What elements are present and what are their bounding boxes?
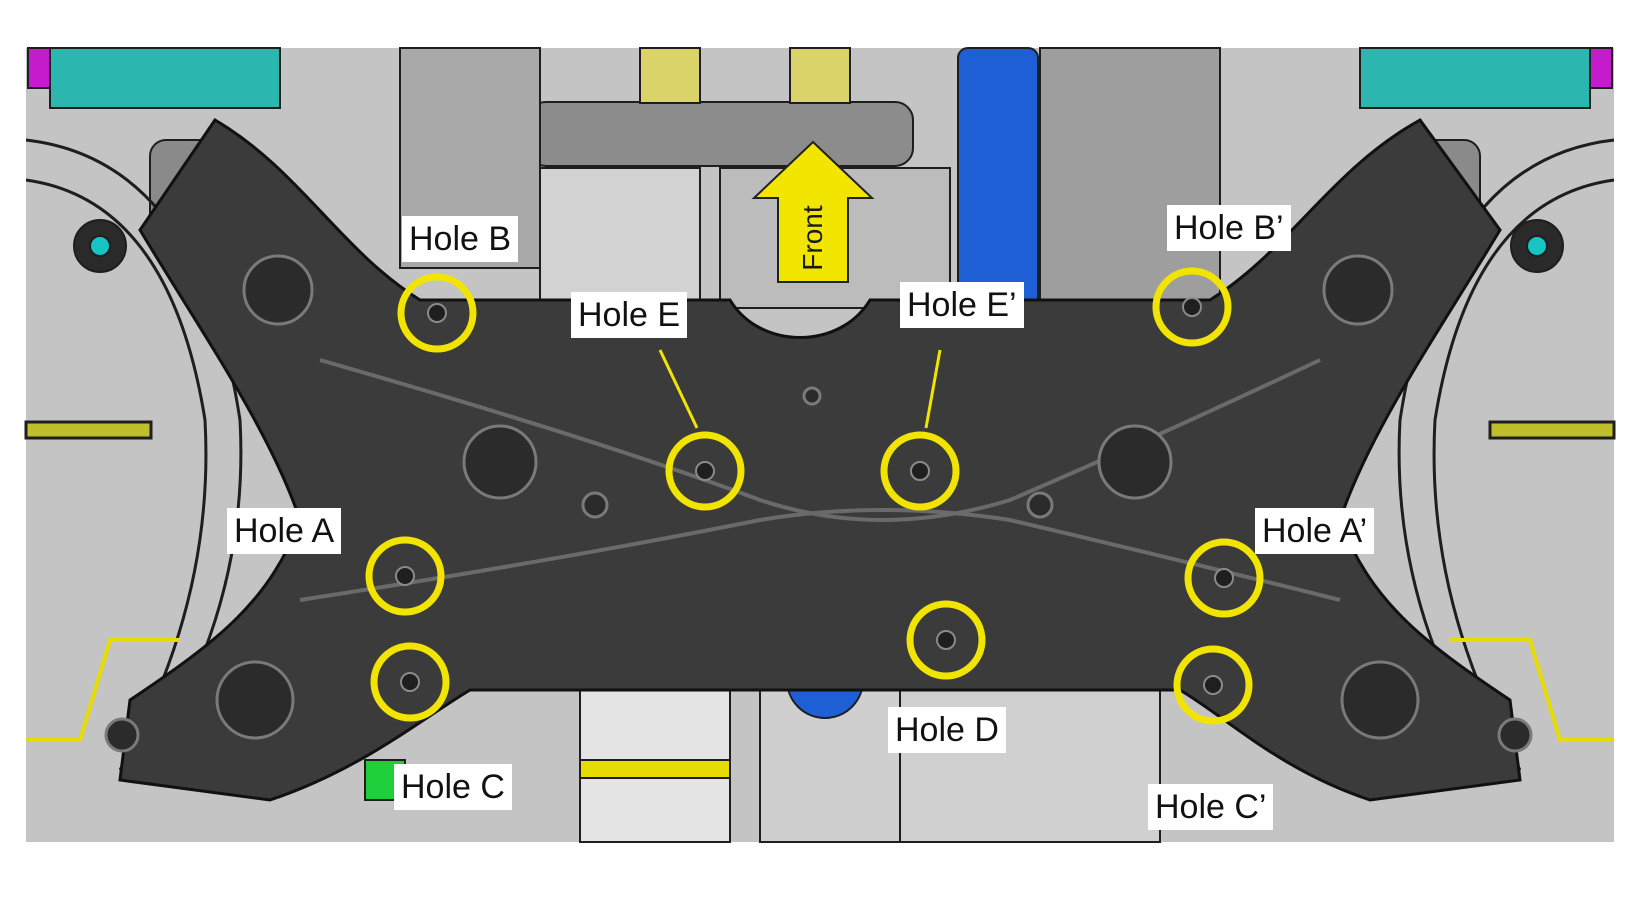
hole-a-bore [395,566,415,586]
front-direction-label: Front [797,205,828,271]
hole-a-prime-bore [1214,568,1234,588]
hole-c-bore [400,672,420,692]
callout-pointers [658,349,942,429]
hole-label-b: Hole B [402,216,519,262]
subframe-rib-lower [299,508,1341,602]
hole-d-bore [936,630,956,650]
corner-brackets [27,47,1613,109]
hole-e-prime-ring [880,431,960,511]
subframe-body [118,117,1522,802]
hole-label-e: Hole E [571,292,688,338]
hole-c-prime-bore [1203,675,1223,695]
hole-label-b-prime: Hole B’ [1167,205,1291,251]
subframe-bosses [104,254,1533,753]
hole-rings [365,267,1264,725]
hole-b-prime-bore [1182,297,1202,317]
hole-label-c: Hole C [394,764,512,810]
hole-e-ring [665,431,745,511]
hole-label-a: Hole A [227,508,342,554]
hole-b-prime-ring [1152,267,1232,347]
hole-a-prime-ring [1184,538,1264,618]
hub-accents [73,219,1564,273]
hole-e-prime-bore [910,461,930,481]
hole-label-a-prime: Hole A’ [1255,508,1375,554]
hole-a-ring [365,536,445,616]
hole-b-bore [427,303,447,323]
front-arrow [751,140,875,283]
hole-label-c-prime: Hole C’ [1148,784,1274,830]
hole-c-prime-ring [1173,645,1253,725]
crossbar-tube [527,101,914,167]
hole-c-ring [370,642,450,722]
hole-e-bore [695,461,715,481]
hole-label-d: Hole D [888,707,1006,753]
hole-b-ring [397,273,477,353]
hole-label-e-prime: Hole E’ [900,282,1024,328]
hole-d-ring [906,600,986,680]
